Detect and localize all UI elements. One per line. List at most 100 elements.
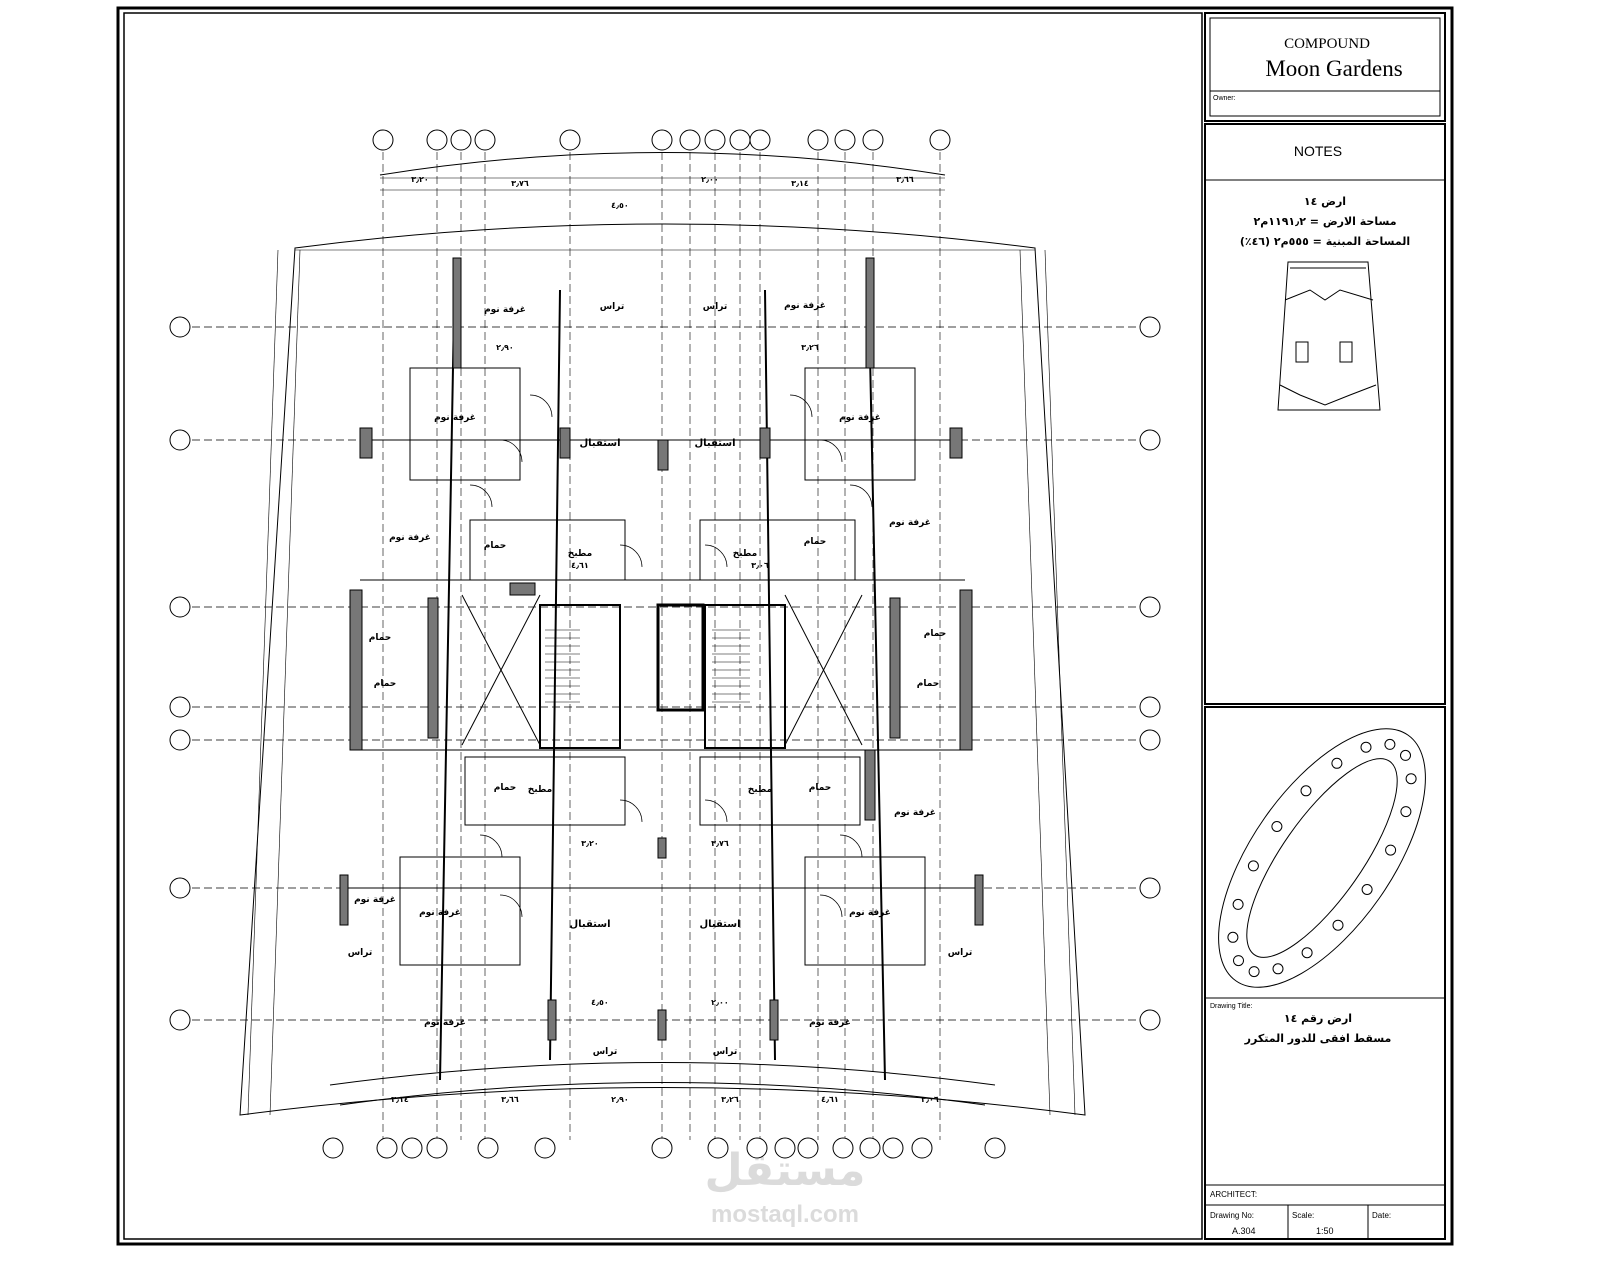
- grid-bubble: [1139, 596, 1161, 618]
- site-unit-marker: [1233, 955, 1244, 967]
- room-label-bedroom: غرفة نوم: [809, 1018, 851, 1028]
- column: [657, 837, 667, 859]
- watermark-url: mostaql.com: [711, 1201, 859, 1228]
- site-unit-marker: [1232, 898, 1244, 910]
- room-label-bathroom: حمام: [804, 537, 827, 547]
- column: [657, 439, 669, 471]
- room-label-bathroom: حمام: [917, 679, 940, 689]
- grid-bubble: [372, 129, 394, 151]
- room-label-bedroom: غرفة نوم: [419, 908, 461, 918]
- grid-bubble: [169, 696, 191, 718]
- room-label-bedroom: غرفة نوم: [839, 413, 881, 423]
- grid-bubble: [169, 429, 191, 451]
- grid-bubble: [426, 1137, 448, 1159]
- room-label-reception: استقبال: [694, 438, 735, 449]
- door-swing: [839, 834, 863, 858]
- room-label-kitchen: مطبخ: [748, 785, 773, 795]
- site-unit-marker: [1385, 844, 1397, 856]
- column: [769, 999, 779, 1041]
- room-label-kitchen: مطبخ: [568, 549, 593, 559]
- grid-bubble: [534, 1137, 556, 1159]
- door-swing: [704, 544, 728, 568]
- room-label-bedroom: غرفة نوم: [389, 533, 431, 543]
- dimension-label: ٣٫٢٦: [801, 343, 819, 352]
- note-line: ارض ١٤: [1304, 195, 1346, 208]
- room-label-bathroom: حمام: [924, 629, 947, 639]
- grid-bubble: [911, 1137, 933, 1159]
- site-plan-oval: [1218, 728, 1426, 988]
- drawing-frame: [123, 12, 1203, 1240]
- grid-bubble: [322, 1137, 344, 1159]
- grid-bubble: [169, 596, 191, 618]
- dimension-label: ٢٫٩٠: [611, 1095, 629, 1104]
- door-swing: [704, 799, 728, 823]
- room-label-terrace: تراس: [948, 948, 972, 958]
- grid-bubble: [1139, 729, 1161, 751]
- room-label-bathroom: حمام: [369, 633, 392, 643]
- column: [974, 874, 984, 926]
- scale-value: 1:50: [1316, 1226, 1334, 1236]
- room-label-terrace: تراس: [600, 302, 624, 312]
- site-unit-marker: [1272, 963, 1284, 975]
- grid-bubble: [169, 316, 191, 338]
- dimension-label: ٢٫٩٠: [496, 343, 514, 352]
- grid-bubble: [832, 1137, 854, 1159]
- grid-bubble: [707, 1137, 729, 1159]
- column: [509, 582, 536, 596]
- room-label-bedroom: غرفة نوم: [484, 305, 526, 315]
- column: [359, 427, 373, 459]
- dimension-label: ٣٫٧٦: [711, 839, 729, 848]
- dimension-label: ٣٫١٤: [791, 179, 809, 188]
- drawing-title-line: ارض رقم ١٤: [1284, 1012, 1352, 1025]
- column: [349, 589, 363, 751]
- room-label-terrace: تراس: [713, 1047, 737, 1057]
- grid-bubble: [426, 129, 448, 151]
- drawing-title-label: Drawing Title:: [1210, 1003, 1252, 1010]
- room-label-bedroom: غرفة نوم: [894, 808, 936, 818]
- grid-bubble: [1139, 696, 1161, 718]
- door-swing: [849, 484, 873, 508]
- dimension-label: ٤٫٥٠: [611, 201, 629, 210]
- door-swing: [499, 439, 523, 463]
- dimension-label: ٤٫٥٠: [591, 998, 609, 1007]
- grid-bubble: [169, 729, 191, 751]
- room-labels: غرفة نوم غرفة نوم غرفة نوم غرفة نوم غرفة نوم…: [348, 301, 972, 1057]
- site-unit-marker: [1301, 947, 1313, 959]
- dimension-label: ٤٫٦١: [821, 1095, 839, 1104]
- door-swing: [529, 394, 553, 418]
- grid-bubble: [651, 129, 673, 151]
- site-unit-marker: [1361, 884, 1373, 895]
- site-unit-marker: [1227, 931, 1239, 943]
- door-swing: [789, 394, 813, 418]
- dimension-label: ٣٫١٤: [391, 1095, 409, 1104]
- grid-bubble: [749, 129, 771, 151]
- grid-bubble: [797, 1137, 819, 1159]
- title-block: COMPOUND Moon Gardens Owner: NOTES ارض ١…: [1204, 12, 1446, 1240]
- room-label-reception: استقبال: [579, 438, 620, 449]
- grid-bubble: [651, 1137, 673, 1159]
- dimension-label: ٣٫٢٠: [581, 839, 599, 848]
- room-label-reception: استقبال: [569, 919, 610, 930]
- site-unit-marker: [1400, 806, 1412, 818]
- owner-label: Owner:: [1213, 95, 1236, 102]
- column: [427, 597, 439, 739]
- dimension-label: ٣٫٢٠: [411, 175, 429, 184]
- column: [959, 589, 973, 751]
- scale-label: Scale:: [1292, 1211, 1314, 1220]
- door-swing: [469, 484, 493, 508]
- note-line: المساحة المبنية = ٥٥٥م٢ (٤٦٪): [1240, 235, 1410, 248]
- grid-bubble: [746, 1137, 768, 1159]
- grid-bubble: [729, 129, 751, 151]
- site-unit-marker: [1271, 821, 1283, 832]
- grid-bubble: [1139, 429, 1161, 451]
- grid-bubble: [859, 1137, 881, 1159]
- column: [657, 1009, 667, 1041]
- column: [864, 749, 876, 821]
- room-label-bedroom: غرفة نوم: [434, 413, 476, 423]
- dimension-line: [269, 249, 301, 1116]
- door-swing: [619, 544, 643, 568]
- door-swing: [479, 834, 503, 858]
- grid-bubble: [834, 129, 856, 151]
